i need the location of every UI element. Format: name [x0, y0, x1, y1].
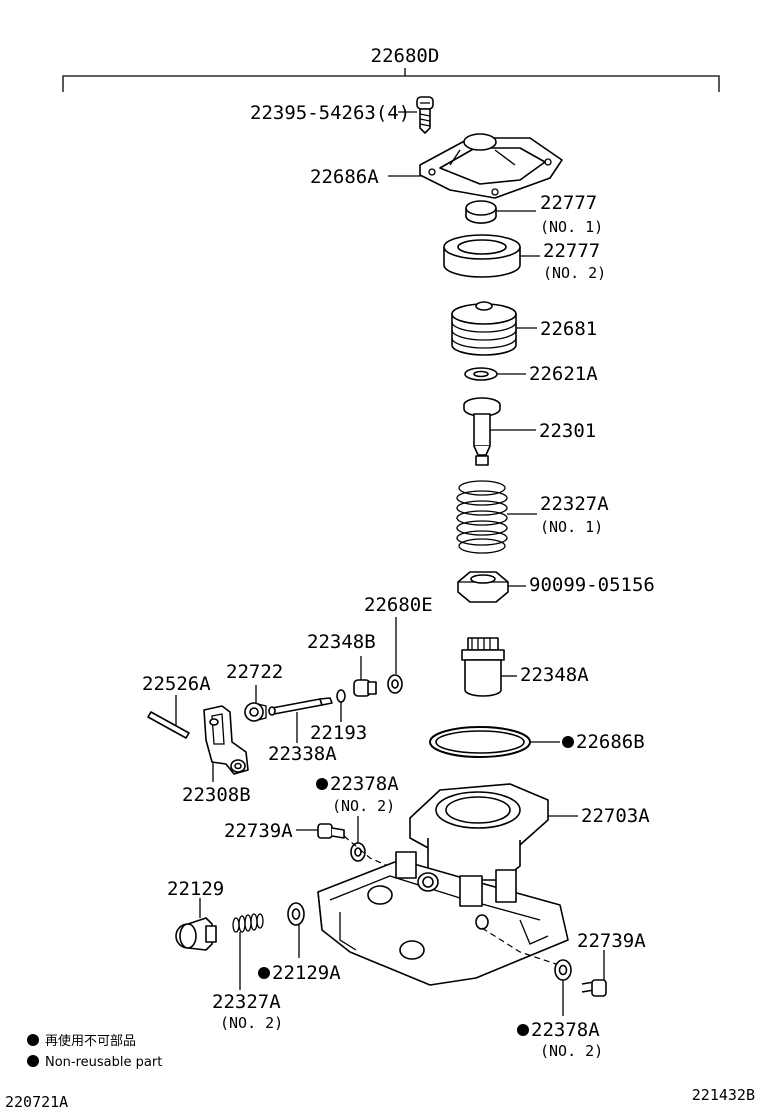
cup-no2-part: [443, 234, 521, 278]
oring-label: 22686B: [576, 731, 645, 753]
cover-label: 22686A: [310, 166, 379, 188]
gasket-cap-part: [287, 902, 305, 926]
gasket-cap-nonreusable-dot: [258, 967, 270, 979]
seat-part: [387, 674, 403, 694]
ring-part: [336, 689, 346, 703]
washer-label: 22621A: [529, 363, 598, 385]
cap-label: 22129: [167, 878, 224, 900]
legend-dot-en: [27, 1055, 39, 1067]
screw-part: [416, 96, 434, 134]
gasket-bottom-sub: (NO. 2): [540, 1042, 603, 1060]
spring-no2-part: [232, 913, 264, 933]
gasket-top-sub: (NO. 2): [332, 797, 395, 815]
valve-label: 22301: [539, 420, 596, 442]
gasket-cap-label: 22129A: [272, 962, 341, 984]
plug-a-part: [461, 637, 505, 697]
spring-no1-sub: (NO. 1): [540, 518, 603, 536]
gasket-top-part: [350, 842, 366, 862]
screw-label: 22395-54263(4): [250, 102, 410, 124]
spring-no1-label: 22327A: [540, 493, 609, 515]
bushing-label: 22722: [226, 661, 283, 683]
cup-no2-sub: (NO. 2): [543, 264, 606, 282]
assembly-number: 22680D: [371, 45, 440, 67]
legend-dot-jp: [27, 1034, 39, 1046]
plug-b-label: 22348B: [307, 631, 376, 653]
legend-jp: 再使用不可部品: [45, 1033, 136, 1049]
piston-label: 22681: [540, 318, 597, 340]
plug-b-part: [353, 679, 377, 697]
spring-no2-label: 22327A: [212, 991, 281, 1013]
spring-no1-part: [456, 480, 508, 554]
bolt-right-part: [581, 979, 607, 997]
cap-part: [175, 917, 217, 951]
gasket-bottom-nonreusable-dot: [517, 1024, 529, 1036]
cup-no1-label: 22777: [540, 192, 597, 214]
lever-part: [203, 705, 249, 775]
bolt-left-label: 22739A: [224, 820, 293, 842]
oring-part: [429, 726, 531, 758]
bolt-right-label: 22739A: [577, 930, 646, 952]
cup-no1-part: [465, 200, 497, 224]
body-part: [317, 783, 569, 986]
pin-part: [147, 711, 190, 739]
legend-en: Non-reusable part: [45, 1055, 162, 1070]
lever-label: 22308B: [182, 784, 251, 806]
bushing-part: [244, 702, 267, 722]
nut-part: [457, 571, 509, 603]
plug-a-label: 22348A: [520, 664, 589, 686]
cover-part: [419, 133, 563, 199]
piston-part: [451, 301, 517, 356]
footer-right-code: 221432B: [692, 1086, 755, 1104]
bolt-left-part: [317, 823, 345, 839]
gasket-top-nonreusable-dot: [316, 778, 328, 790]
nut-label: 90099-05156: [529, 574, 655, 596]
seat-label: 22680E: [364, 594, 433, 616]
spring-no2-sub: (NO. 2): [220, 1014, 283, 1032]
footer-left-code: 220721A: [5, 1093, 68, 1111]
cup-no1-sub: (NO. 1): [540, 218, 603, 236]
gasket-bottom-part: [554, 959, 572, 981]
body-label: 22703A: [581, 805, 650, 827]
washer-part: [464, 367, 498, 381]
valve-part: [463, 397, 501, 466]
shaft-label: 22338A: [268, 743, 337, 765]
gasket-top-label: 22378A: [330, 773, 399, 795]
ring-label: 22193: [310, 722, 367, 744]
oring-nonreusable-dot: [562, 736, 574, 748]
assembly-bracket: [62, 68, 720, 92]
gasket-bottom-label: 22378A: [531, 1019, 600, 1041]
cup-no2-label: 22777: [543, 240, 600, 262]
shaft-part: [268, 697, 333, 716]
pin-label: 22526A: [142, 673, 211, 695]
